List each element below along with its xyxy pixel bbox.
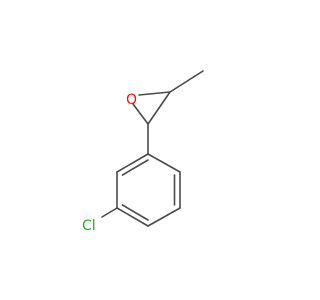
- bond-ring-cl: [101, 207, 118, 218]
- ring-bond-4: [116, 207, 149, 227]
- ring-double-bond-3: [121, 159, 149, 176]
- ring-double-bond-2: [121, 204, 149, 221]
- ring-bond-6: [116, 153, 149, 173]
- structure-drawing: O Cl: [82, 70, 204, 234]
- bond-c3-methyl: [169, 70, 204, 93]
- oxygen-label: O: [126, 92, 137, 108]
- chlorine-label: Cl: [82, 218, 96, 234]
- bond-c3-o: [138, 91, 171, 96]
- ring-bond-3: [147, 207, 181, 227]
- bond-o-c2: [132, 103, 149, 125]
- bond-c2-c3: [147, 91, 171, 125]
- ring-bond-1: [147, 153, 181, 173]
- molecule-diagram: O Cl: [82, 70, 204, 234]
